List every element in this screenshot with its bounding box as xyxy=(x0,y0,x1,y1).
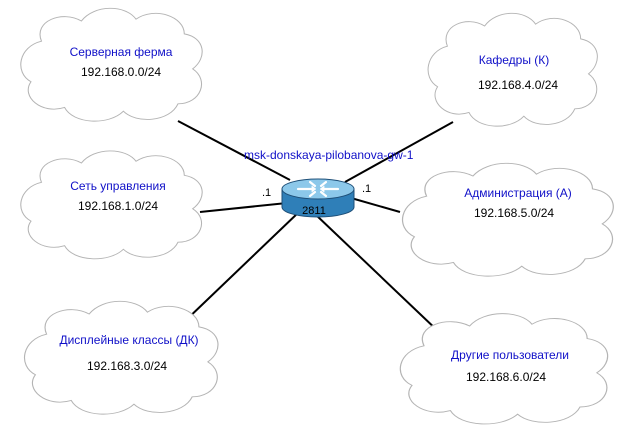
cloud-icon xyxy=(427,12,598,127)
router-model: 2811 xyxy=(302,205,326,217)
cloud-icon xyxy=(23,300,219,415)
network-subnet: 192.168.4.0/24 xyxy=(478,78,558,92)
network-name: Другие пользователи xyxy=(451,348,569,362)
router-hostname: msk-donskaya-pilobanova-gw-1 xyxy=(244,148,414,162)
links xyxy=(177,120,454,334)
network-cloud-departments: Кафедры (К) 192.168.4.0/24 xyxy=(427,12,598,127)
network-cloud-other-users: Другие пользователи 192.168.6.0/24 xyxy=(399,313,609,425)
network-subnet: 192.168.0.0/24 xyxy=(81,65,161,79)
network-subnet: 192.168.1.0/24 xyxy=(78,199,158,213)
link-departments xyxy=(344,121,454,183)
network-subnet: 192.168.6.0/24 xyxy=(466,370,546,384)
interface-label-right: .1 xyxy=(362,183,371,195)
network-subnet: 192.168.3.0/24 xyxy=(87,359,167,373)
network-name: Сеть управления xyxy=(70,179,165,193)
network-cloud-administration: Администрация (А) 192.168.5.0/24 xyxy=(401,162,614,277)
link-server-farm xyxy=(177,120,291,181)
network-cloud-server-farm: Серверная ферма 192.168.0.0/24 xyxy=(20,7,203,122)
network-cloud-display-classes: Дисплейные классы (ДК) 192.168.3.0/24 xyxy=(23,300,219,415)
interface-label-left: .1 xyxy=(262,187,271,199)
network-name: Администрация (А) xyxy=(464,186,572,200)
link-display-classes xyxy=(182,210,301,324)
network-name: Кафедры (К) xyxy=(479,53,550,67)
link-administration xyxy=(350,197,401,213)
network-cloud-management: Сеть управления 192.168.1.0/24 xyxy=(20,150,203,260)
router[interactable]: 2811 xyxy=(281,178,355,218)
link-management xyxy=(199,202,288,213)
network-subnet: 192.168.5.0/24 xyxy=(474,206,554,220)
network-name: Дисплейные классы (ДК) xyxy=(59,333,198,347)
router-icon xyxy=(281,178,355,218)
network-name: Серверная ферма xyxy=(70,45,173,59)
link-other-users xyxy=(314,213,441,334)
cloud-icon xyxy=(399,313,609,425)
